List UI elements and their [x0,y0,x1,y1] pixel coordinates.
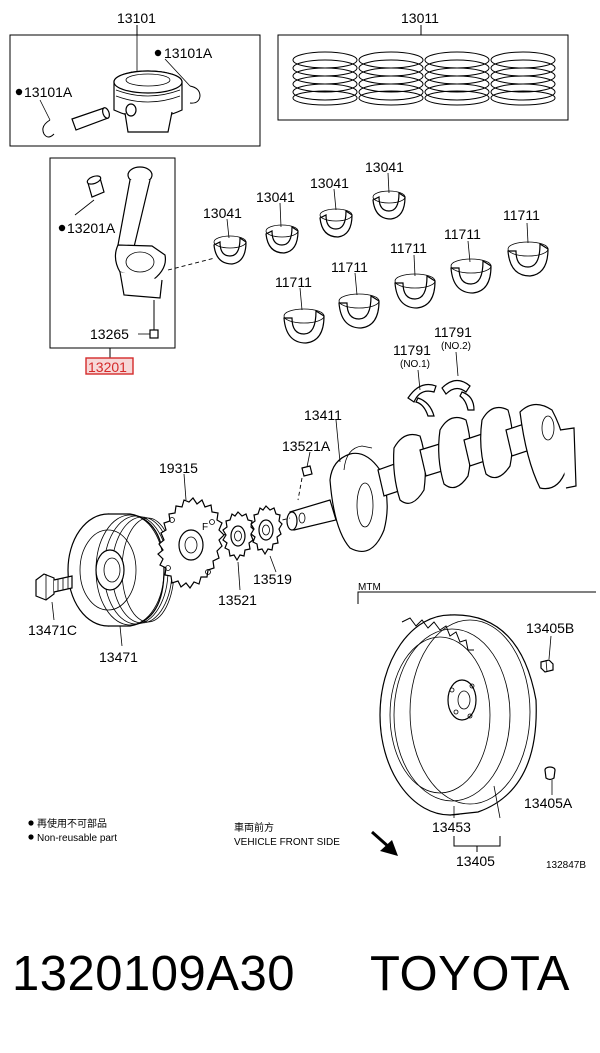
label-13201-highlighted[interactable]: 13201 [88,359,127,375]
highlighted-part-box [85,357,134,375]
direction-en: VEHICLE FRONT SIDE [234,837,340,848]
legend: 再使用不可部品 Non-reusable part [28,817,117,844]
label-13041: 13041 [365,159,404,175]
main-bearing-shell-icon [338,293,380,329]
label-13201a: 13201A [67,220,116,236]
label-11711: 11711 [444,226,481,242]
rod-bearings-group: 13041 13041 13041 13041 [203,159,406,265]
label-13521a: 13521A [282,438,331,454]
rod-bushing-icon [86,175,105,198]
flywheel-dowel-icon [544,766,556,781]
bearing-shell-icon [372,190,406,220]
flywheel-icon [379,614,537,816]
legend-jp: 再使用不可部品 [37,817,107,830]
bearing-shell-icon [265,224,299,254]
timing-rotor-plate-icon: F [157,497,225,590]
thrust-washer-no1-icon [407,383,437,417]
connecting-rod-icon [114,166,167,339]
piston-group: 13101 13101A 13101A [9,10,261,147]
main-bearing-shell-icon [507,241,549,277]
label-11711: 11711 [331,259,368,275]
front-mark-letter: F [202,522,208,533]
label-19315: 19315 [159,460,198,476]
piston-rings-icon [358,51,424,106]
bearing-shell-icon [213,235,247,265]
thrust-washer-no2-icon [441,379,475,411]
label-11711: 11711 [503,207,540,223]
main-bearings-group: 11711 11711 11711 11711 11711 [275,207,549,344]
label-11711: 11711 [275,274,312,290]
piston-rings-icon [490,51,556,106]
label-13041: 13041 [310,175,349,191]
snap-ring-left-icon [42,119,55,138]
non-reusable-dot-icon [28,820,34,826]
timing-rotor-group: F 19315 13521 13519 [157,460,292,608]
crank-pulley-icon [67,513,175,627]
piston-rings-icon [424,51,490,106]
label-13471c: 13471C [28,622,77,638]
label-11791-no1: 11791 [393,342,431,358]
label-11791-no1-sub: (NO.1) [400,359,430,370]
label-13521: 13521 [218,592,257,608]
crankshaft-group: 13411 13521A [282,403,577,552]
label-13101a-right: 13101A [164,45,213,61]
main-bearing-shell-icon [394,273,436,309]
label-13405a: 13405A [524,795,573,811]
thrust-washers-group: 11791 (NO.1) 11791 (NO.2) [393,324,475,417]
direction-jp: 車両前方 [234,821,274,834]
non-reusable-dot-icon [15,88,23,96]
non-reusable-dot-icon [28,834,34,840]
arrow-down-right-icon [371,830,398,856]
diagram-number: 132847B [546,860,586,871]
crank-key-icon [301,465,313,477]
main-bearing-shell-icon [450,258,492,294]
brand-caption: TOYOTA [370,947,570,1001]
flywheel-bolt-icon [540,659,554,673]
label-13101: 13101 [117,10,156,26]
piston-pin-icon [71,107,110,131]
label-11791-no2: 11791 [434,324,472,340]
main-bearing-shell-icon [283,308,325,344]
direction-indicator: 車両前方 VEHICLE FRONT SIDE [234,821,398,856]
label-13011: 13011 [401,10,439,26]
snap-ring-right-icon [189,85,201,104]
piston-icon [113,70,183,133]
label-13471: 13471 [99,649,138,665]
crank-pulley-group: 13471C 13471 [28,513,175,665]
bearing-shell-icon [319,208,353,238]
crankshaft-icon [286,403,577,552]
label-mtm: MTM [358,582,381,593]
crank-sprocket-13519-icon [250,505,283,556]
label-11791-no2-sub: (NO.2) [441,341,471,352]
connecting-rod-group: 13201A 13265 13201 [49,157,176,375]
label-13265: 13265 [90,326,129,342]
flywheel-group: MTM 13405B 13405A 13453 [357,582,596,869]
label-11711: 11711 [390,240,427,256]
crank-sprocket-13521-icon [222,511,255,562]
label-13453: 13453 [432,819,471,835]
non-reusable-dot-icon [154,49,162,57]
pulley-bolt-icon [35,573,73,601]
label-13101a-left: 13101A [24,84,73,100]
non-reusable-dot-icon [58,224,66,232]
label-13411: 13411 [304,407,342,423]
piston-ring-set-group: 13011 [277,10,569,121]
legend-en: Non-reusable part [37,833,117,844]
label-13041: 13041 [203,205,242,221]
label-13405b: 13405B [526,620,574,636]
label-13405: 13405 [456,853,495,869]
label-13041: 13041 [256,189,295,205]
part-number-caption: 1320109A30 [12,947,295,1001]
label-13519: 13519 [253,571,292,587]
piston-rings-icon [292,51,358,106]
